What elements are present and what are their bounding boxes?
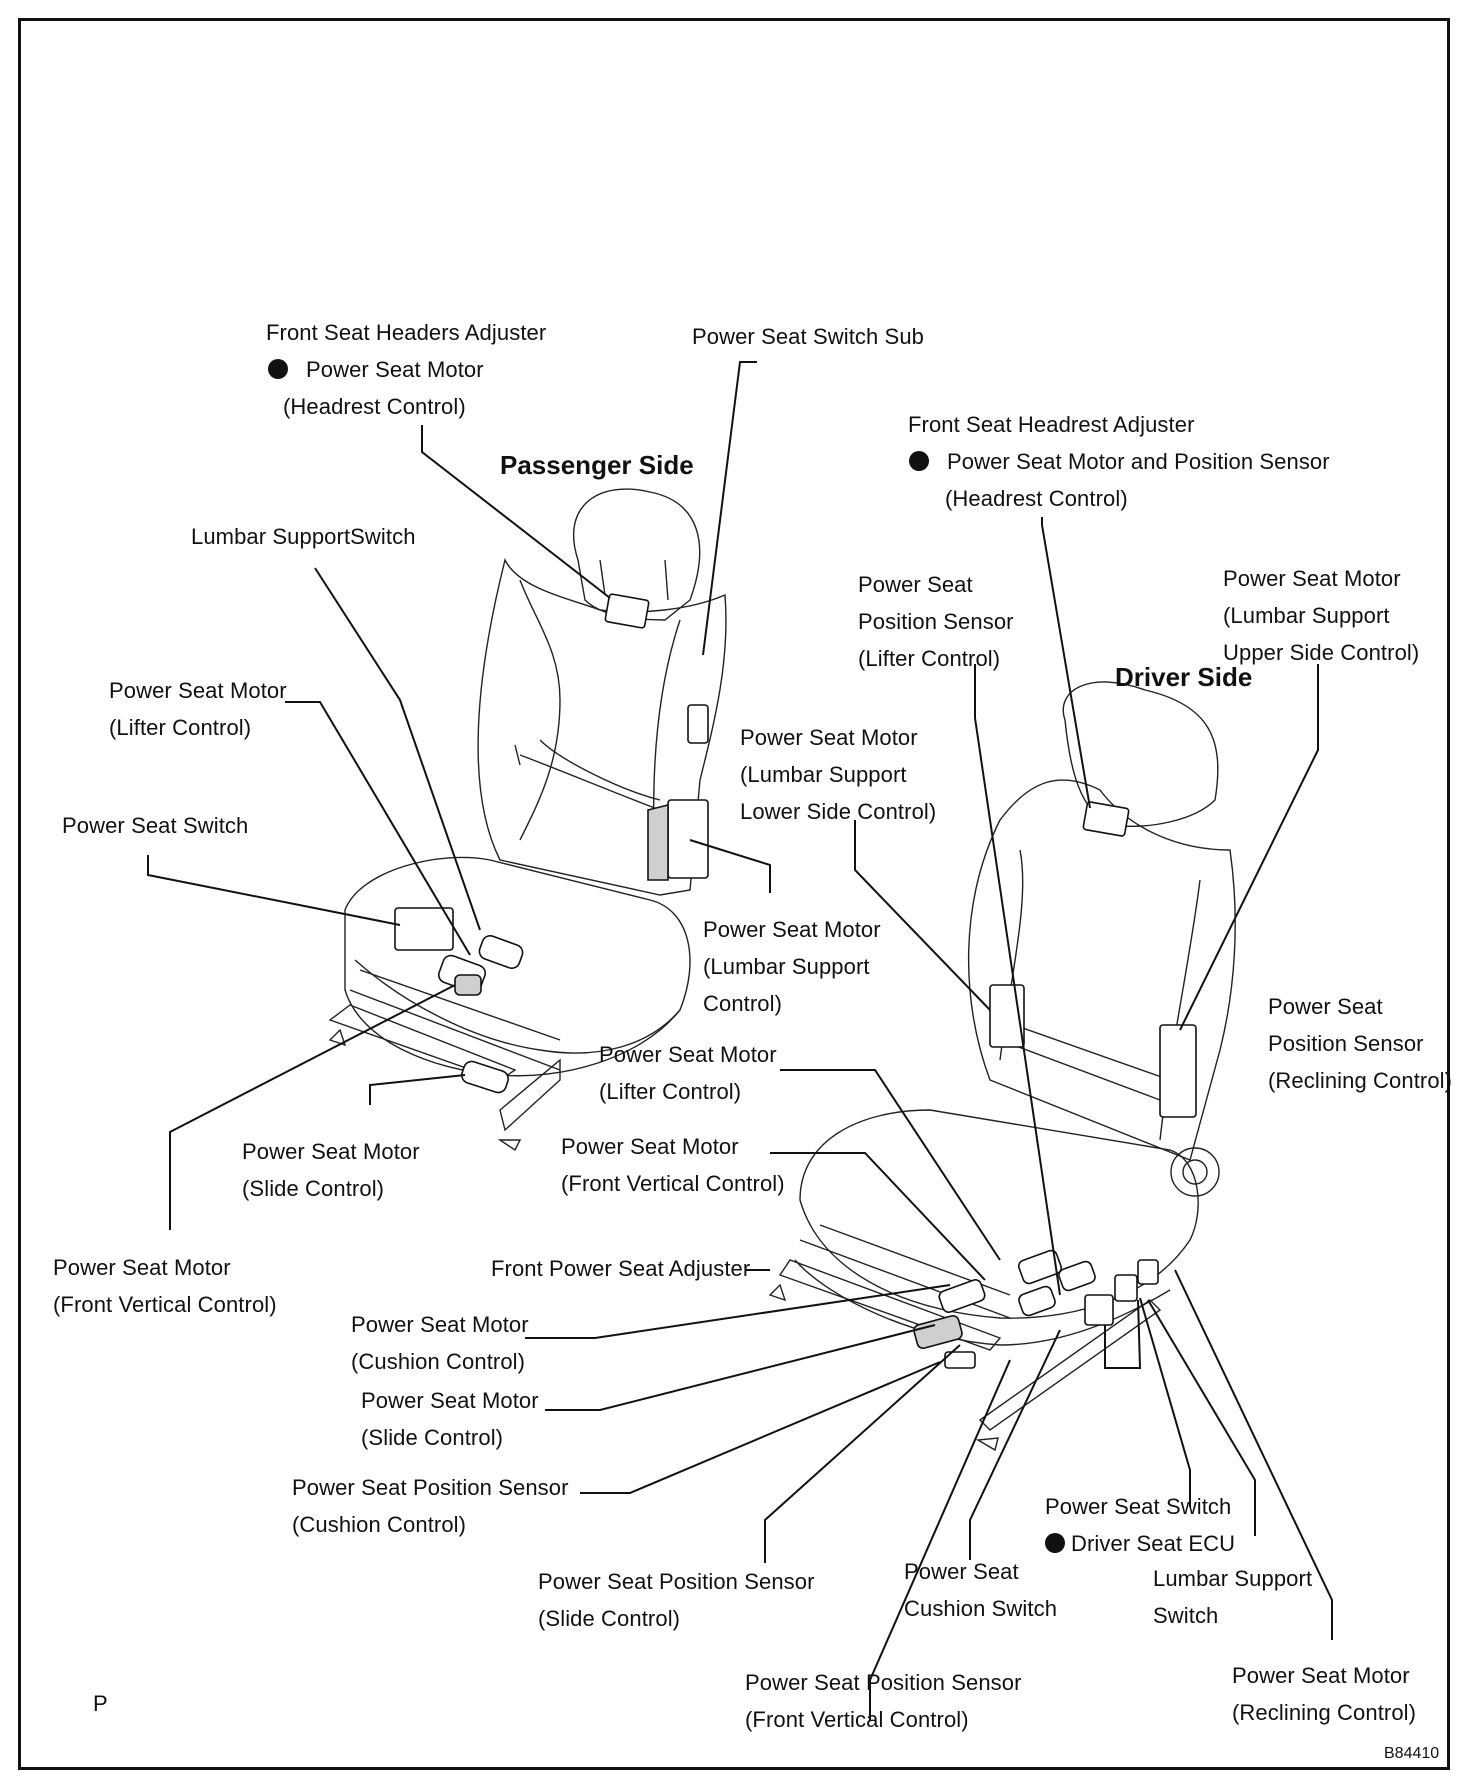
bullet-dot <box>909 451 929 471</box>
passenger-side-title: Passenger Side <box>500 450 694 480</box>
label-ps-motor-lifter-passenger: Power Seat Motor (Lifter Control) <box>109 678 287 740</box>
label-lumbar-support-switch-driver: Lumbar Support Switch <box>1153 1566 1313 1628</box>
label-ps-motor-cushion: Power Seat Motor (Cushion Control) <box>351 1312 529 1374</box>
label-power-seat-switch-ecu: Power Seat Switch Driver Seat ECU <box>1045 1494 1236 1556</box>
bullet-dot <box>268 359 288 379</box>
label-ps-position-sensor-lifter: Power Seat Position Sensor (Lifter Contr… <box>858 572 1014 671</box>
label-ps-position-sensor-slide: Power Seat Position Sensor (Slide Contro… <box>538 1569 815 1631</box>
label-power-seat-switch-sub: Power Seat Switch Sub <box>692 324 924 349</box>
label-ps-position-sensor-reclining: Power Seat Position Sensor (Reclining Co… <box>1268 994 1453 1093</box>
label-ps-position-sensor-cushion: Power Seat Position Sensor (Cushion Cont… <box>292 1475 569 1537</box>
passenger-seat-illustration <box>328 488 727 1152</box>
bullet-dot <box>1045 1533 1065 1553</box>
label-power-seat-switch-passenger: Power Seat Switch <box>62 813 249 838</box>
label-lumbar-support-switch-passenger: Lumbar SupportSwitch <box>191 524 416 549</box>
label-ps-position-sensor-front-vertical: Power Seat Position Sensor (Front Vertic… <box>745 1670 1022 1732</box>
label-front-seat-headrest-adjuster: Front Seat Headrest Adjuster Power Seat … <box>908 412 1330 511</box>
label-ps-motor-lumbar-lower: Power Seat Motor (Lumbar Support Lower S… <box>740 725 937 824</box>
diagram-frame <box>18 18 1450 1770</box>
figure-code: B84410 <box>1384 1745 1440 1762</box>
driver-seat-illustration <box>768 681 1236 1452</box>
label-ps-motor-slide-driver: Power Seat Motor (Slide Control) <box>361 1388 539 1450</box>
label-ps-motor-lifter-driver: Power Seat Motor (Lifter Control) <box>599 1042 777 1104</box>
label-ps-motor-slide-passenger: Power Seat Motor (Slide Control) <box>242 1139 420 1201</box>
leader-lines <box>147 361 1333 1720</box>
page-mark: P <box>93 1691 108 1716</box>
driver-side-title: Driver Side <box>1115 662 1253 692</box>
label-front-power-seat-adjuster: Front Power Seat Adjuster <box>491 1256 751 1281</box>
label-front-seat-headers-adjuster: Front Seat Headers Adjuster Power Seat M… <box>266 320 547 419</box>
label-ps-motor-front-vertical-passenger: Power Seat Motor (Front Vertical Control… <box>53 1255 277 1317</box>
label-ps-motor-front-vertical-driver: Power Seat Motor (Front Vertical Control… <box>561 1134 785 1196</box>
label-ps-motor-lumbar-control: Power Seat Motor (Lumbar Support Control… <box>703 917 881 1016</box>
label-ps-motor-reclining: Power Seat Motor (Reclining Control) <box>1232 1663 1417 1725</box>
label-power-seat-cushion-switch: Power Seat Cushion Switch <box>904 1559 1058 1621</box>
label-ps-motor-lumbar-upper: Power Seat Motor (Lumbar Support Upper S… <box>1223 566 1420 665</box>
